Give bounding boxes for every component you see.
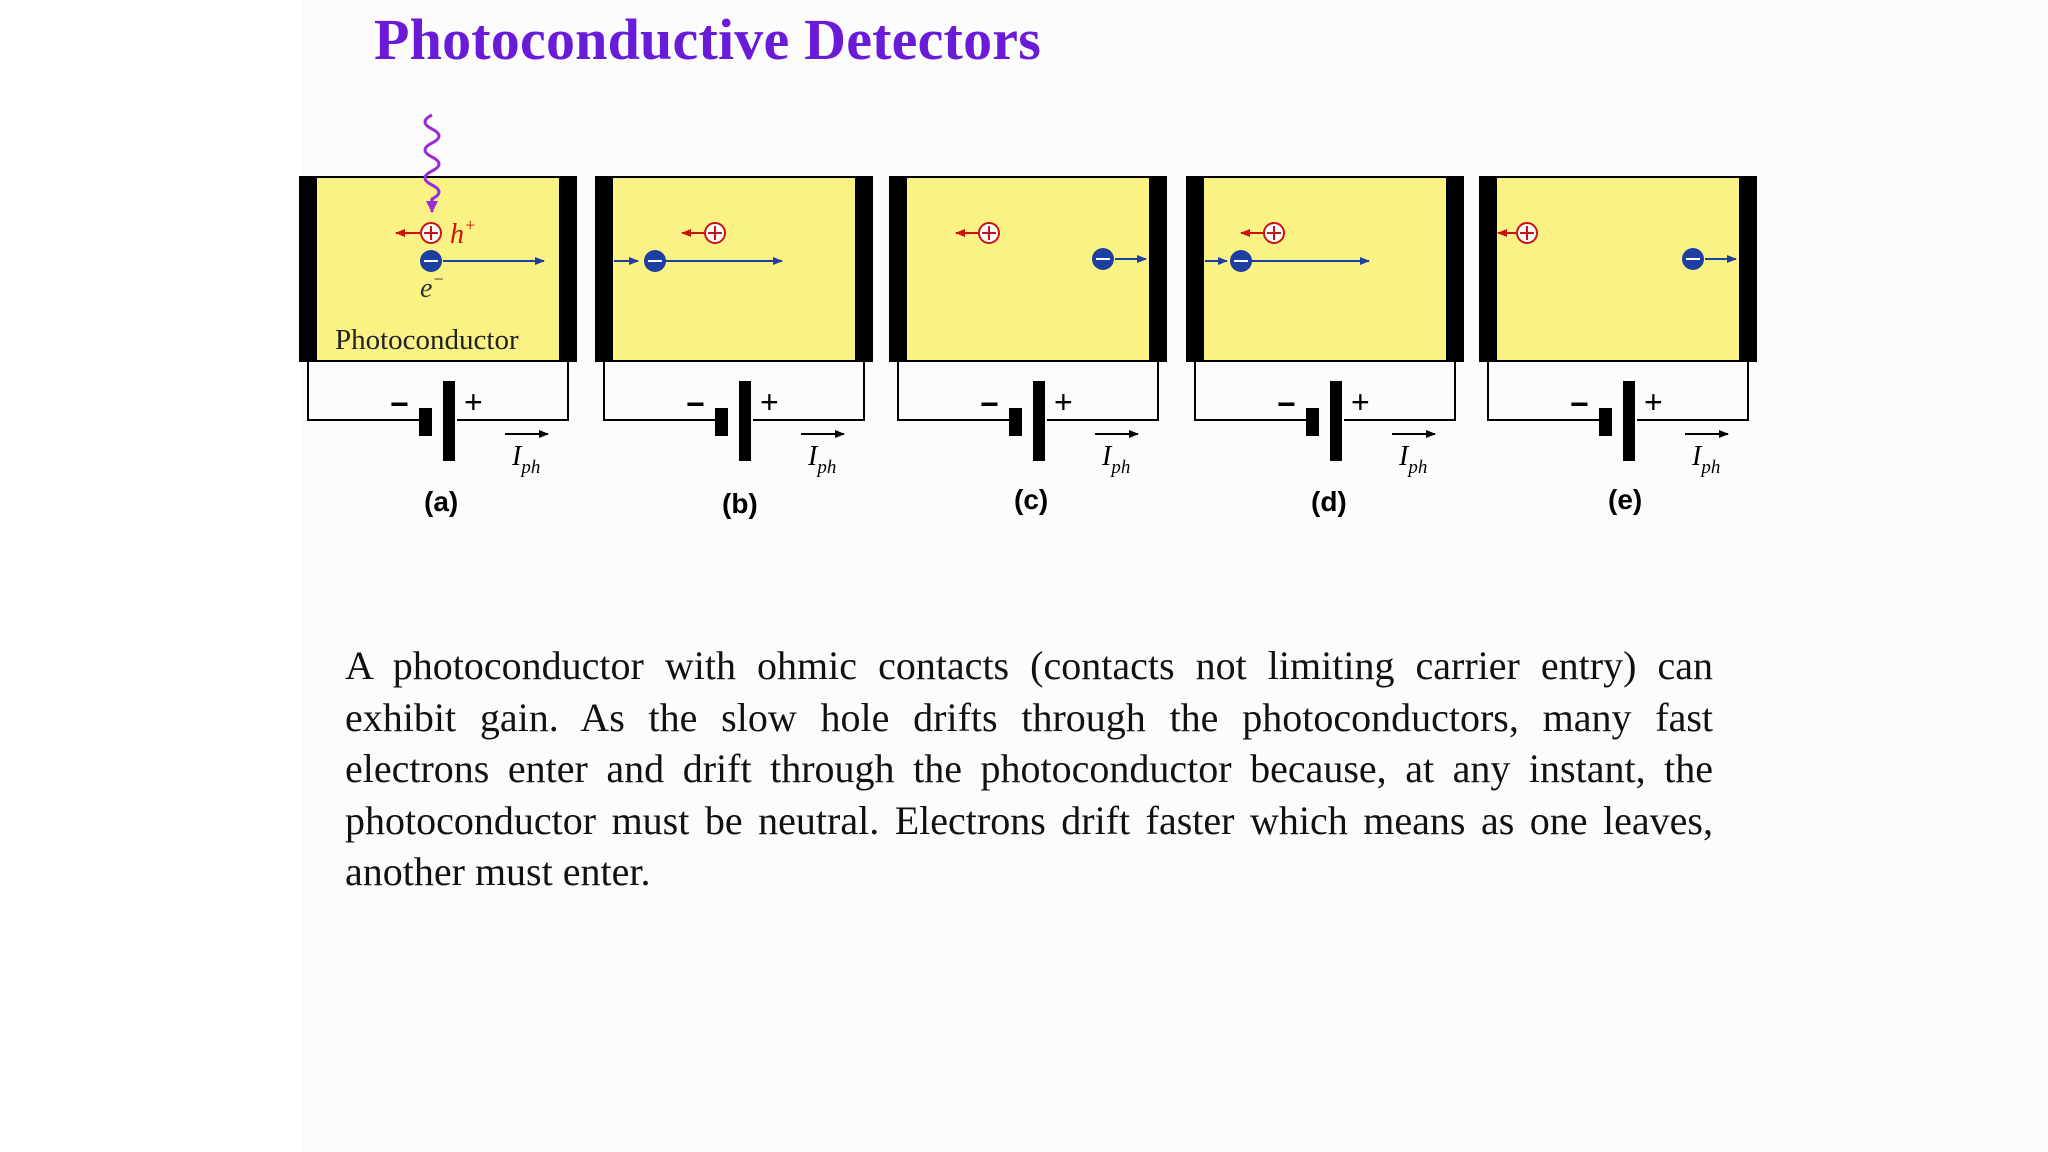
electron-icon bbox=[1092, 248, 1114, 270]
panel-label: (b) bbox=[722, 488, 758, 519]
left-contact bbox=[300, 177, 317, 361]
electron-icon bbox=[644, 250, 666, 272]
photoconductor-slab bbox=[1479, 176, 1757, 362]
current-label: Iph bbox=[1398, 441, 1427, 478]
circuit: − + Iph bbox=[1487, 361, 1749, 478]
left-contact bbox=[1187, 177, 1204, 361]
panel-label: (a) bbox=[424, 486, 458, 517]
photoconductor-slab bbox=[1186, 176, 1464, 362]
circuit: − + Iph bbox=[307, 361, 569, 478]
right-contact bbox=[559, 177, 576, 361]
battery-negative-plate bbox=[419, 408, 432, 436]
photon-icon bbox=[423, 113, 441, 213]
panel-c: − + Iph (c) bbox=[889, 176, 1167, 515]
panel-e: − + Iph (e) bbox=[1479, 176, 1757, 515]
photoconductor-slab bbox=[889, 176, 1167, 362]
battery-negative-plate bbox=[1009, 408, 1022, 436]
battery-negative-sign: − bbox=[980, 386, 999, 422]
panel-d: − + Iph (d) bbox=[1186, 176, 1464, 517]
right-contact bbox=[1739, 177, 1756, 361]
battery-positive-plate bbox=[1033, 381, 1045, 461]
photoconductor-label: Photoconductor bbox=[335, 324, 519, 356]
current-label: Iph bbox=[1691, 441, 1720, 478]
hole-icon bbox=[420, 222, 442, 244]
battery-positive-plate bbox=[739, 381, 751, 461]
panel-label: (d) bbox=[1311, 486, 1347, 517]
electron-icon bbox=[1230, 250, 1252, 272]
battery-positive-sign: + bbox=[760, 384, 779, 420]
slide-title: Photoconductive Detectors bbox=[374, 7, 1041, 72]
battery-positive-sign: + bbox=[464, 384, 483, 420]
right-contact bbox=[1446, 177, 1463, 361]
battery-negative-plate bbox=[1599, 408, 1612, 436]
current-label: Iph bbox=[511, 441, 540, 478]
battery-positive-sign: + bbox=[1054, 384, 1073, 420]
hole-label: h+ bbox=[450, 215, 476, 250]
left-contact bbox=[890, 177, 907, 361]
photoconductor-diagram: h+ e− Photoconductor − + Iph (a) bbox=[299, 113, 1757, 519]
right-contact bbox=[1149, 177, 1166, 361]
circuit: − + Iph bbox=[1194, 361, 1456, 478]
left-contact bbox=[1480, 177, 1497, 361]
hole-icon bbox=[704, 222, 726, 244]
battery-positive-plate bbox=[443, 381, 455, 461]
hole-icon bbox=[1516, 222, 1538, 244]
battery-negative-plate bbox=[1306, 408, 1319, 436]
battery-positive-plate bbox=[1330, 381, 1342, 461]
battery-positive-sign: + bbox=[1351, 384, 1370, 420]
electron-icon bbox=[1682, 248, 1704, 270]
panel-label: (c) bbox=[1014, 484, 1048, 515]
panel-b: − + Iph (b) bbox=[595, 176, 873, 519]
hole-icon bbox=[1263, 222, 1285, 244]
battery-negative-sign: − bbox=[686, 386, 705, 422]
current-label: Iph bbox=[1101, 441, 1130, 478]
current-label: Iph bbox=[807, 441, 836, 478]
photoconductor-slab bbox=[595, 176, 873, 362]
panel-label: (e) bbox=[1608, 484, 1642, 515]
battery-negative-sign: − bbox=[1277, 386, 1296, 422]
battery-positive-plate bbox=[1623, 381, 1635, 461]
circuit: − + Iph bbox=[897, 361, 1159, 478]
battery-negative-sign: − bbox=[390, 386, 409, 422]
left-contact bbox=[596, 177, 613, 361]
battery-negative-plate bbox=[715, 408, 728, 436]
circuit: − + Iph bbox=[603, 361, 865, 478]
electron-icon bbox=[420, 250, 442, 272]
panel-a: h+ e− Photoconductor − + Iph (a) bbox=[299, 113, 577, 517]
battery-positive-sign: + bbox=[1644, 384, 1663, 420]
right-contact bbox=[855, 177, 872, 361]
electron-label: e− bbox=[420, 269, 445, 304]
photoconductor-slab bbox=[299, 176, 577, 362]
body-paragraph: A photoconductor with ohmic contacts (co… bbox=[345, 643, 1713, 894]
hole-icon bbox=[978, 222, 1000, 244]
battery-negative-sign: − bbox=[1570, 386, 1589, 422]
